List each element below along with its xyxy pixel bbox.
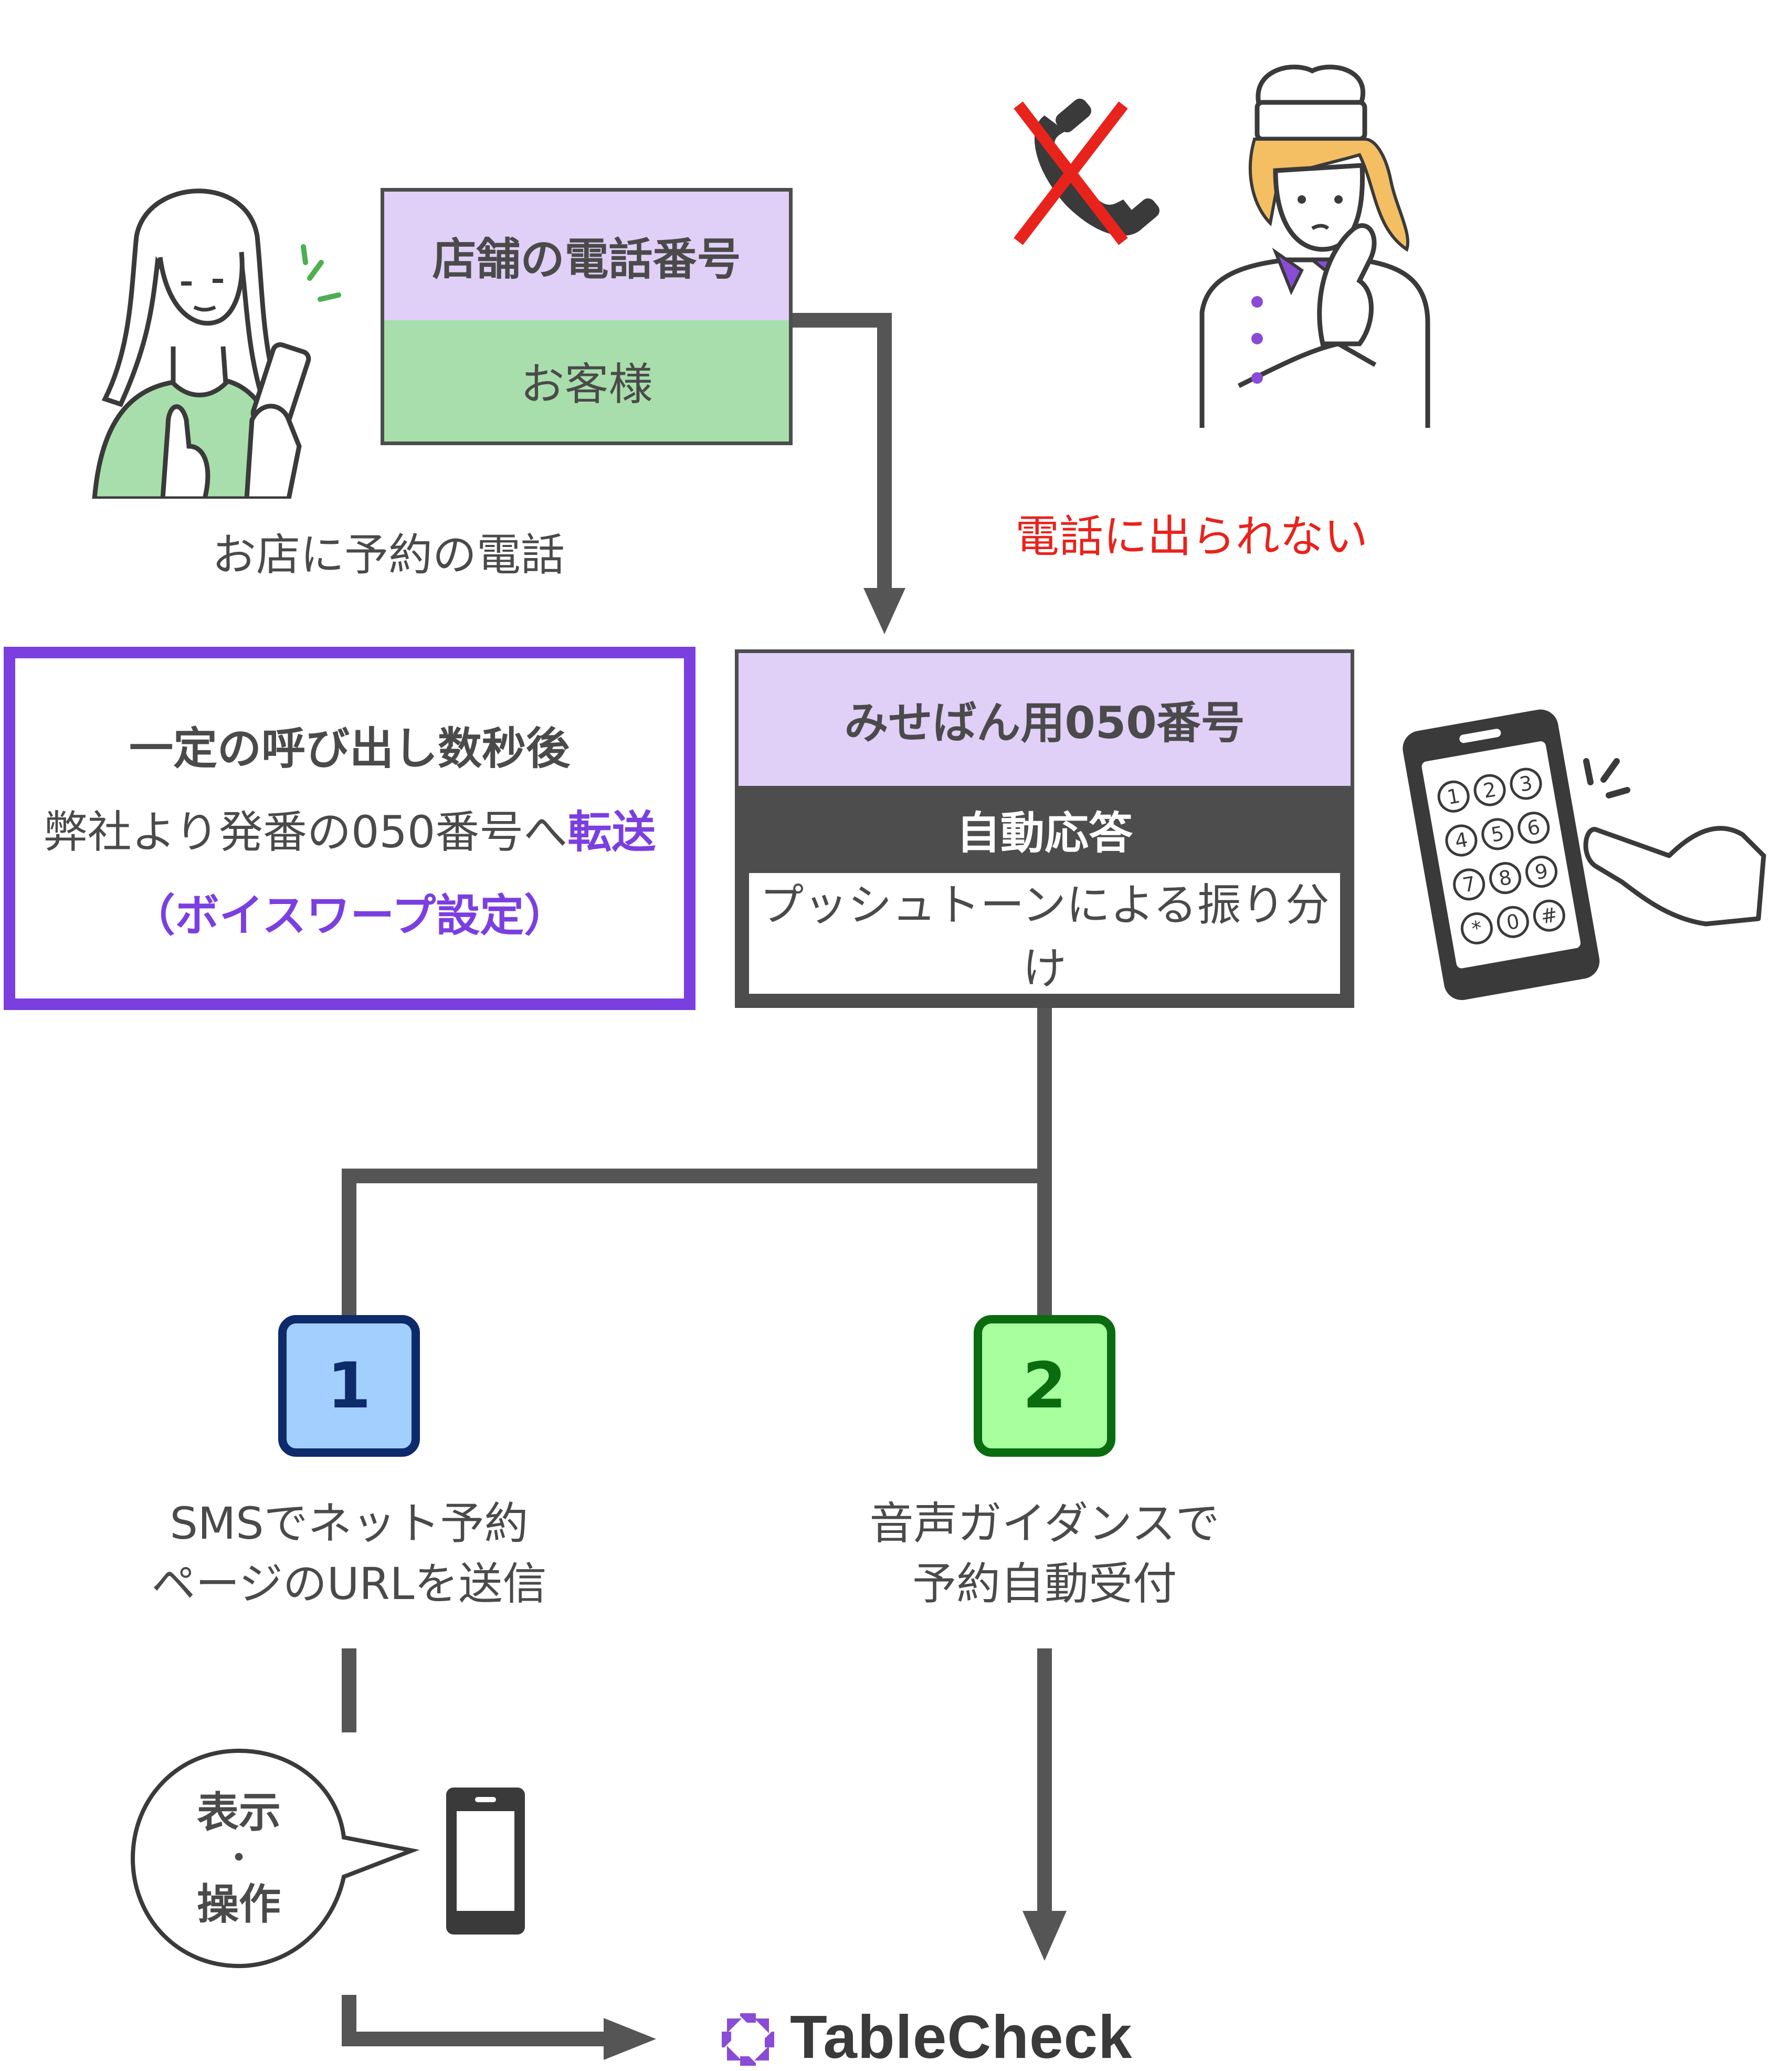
- smartphone-icon: [446, 1788, 525, 1935]
- bubble-line2: 操作: [197, 1879, 281, 1929]
- keypad-key: [1489, 862, 1522, 895]
- staff-caption: 電話に出られない: [1015, 511, 1368, 562]
- arrow-down-2: [1023, 1911, 1067, 1961]
- keypad-key: [1481, 818, 1514, 850]
- option-2-line2: 予約自動受付: [912, 1558, 1177, 1610]
- option-1-line2: ページのURLを送信: [151, 1558, 547, 1610]
- forward-line1: 一定の呼び出し数秒後: [129, 722, 570, 774]
- keypad-key: [1533, 899, 1565, 932]
- arrow-down-1: [863, 588, 905, 634]
- forward-line2-emph: 転送: [567, 806, 656, 858]
- push-tone-label: プッシュトーンによる振り分け: [749, 873, 1340, 994]
- keypad-key: [1453, 868, 1485, 901]
- bubble-dot: ・: [223, 1839, 255, 1877]
- keypad-key: [1496, 906, 1529, 938]
- customer-woman-illustration: [92, 188, 341, 499]
- bubble-text: 表示 ・ 操作: [134, 1753, 344, 1963]
- misebaan-box: みせばん用050番号 自動応答 プッシュトーンによる振り分け: [735, 649, 1354, 1008]
- forward-info-box: 一定の呼び出し数秒後 弊社より発番の050番号へ転送 （ボイスワープ設定）: [4, 647, 695, 1010]
- store-phone-box: 店舗の電話番号 お客様: [381, 188, 793, 445]
- push-tone-panel: プッシュトーンによる振り分け: [739, 873, 1351, 1004]
- speech-bubble: [130, 1748, 420, 1969]
- keypad-key: [1510, 768, 1542, 800]
- keypad-key-label: #: [1539, 903, 1559, 929]
- option-2-badge: 2: [974, 1315, 1115, 1457]
- option-2-line1: 音声ガイダンスで: [869, 1498, 1220, 1549]
- misebaan-title: みせばん用050番号: [739, 653, 1351, 786]
- forward-line2: 弊社より発番の050番号へ転送: [44, 797, 656, 860]
- option-1-line1: SMSでネット予約: [170, 1498, 529, 1549]
- customer-caption: お店に予約の電話: [212, 529, 565, 581]
- auto-answer-bar: 自動応答: [739, 786, 1351, 873]
- keypad-key: [1460, 912, 1493, 944]
- keypad-key: [1525, 855, 1558, 888]
- chef-staff-illustration: [1199, 65, 1430, 428]
- option-1-badge: 1: [278, 1315, 420, 1457]
- keypad-key: [1437, 780, 1470, 813]
- tablecheck-logo-icon: [722, 2013, 774, 2066]
- store-phone-title: 店舗の電話番号: [384, 192, 789, 320]
- forward-line3: （ボイスワープ設定）: [131, 889, 568, 941]
- forward-line2-prefix: 弊社より発番の050番号へ: [43, 806, 568, 858]
- store-phone-subtitle: お客様: [384, 320, 789, 441]
- phone-crossed-icon: [1014, 98, 1159, 245]
- keypad-key: [1473, 774, 1506, 806]
- keypad-key: [1445, 824, 1478, 857]
- bubble-line1: 表示: [197, 1788, 281, 1837]
- arrow-right: [604, 2018, 656, 2060]
- keypad-key: [1517, 812, 1550, 844]
- tablecheck-logo-text: TableCheck: [790, 2003, 1133, 2071]
